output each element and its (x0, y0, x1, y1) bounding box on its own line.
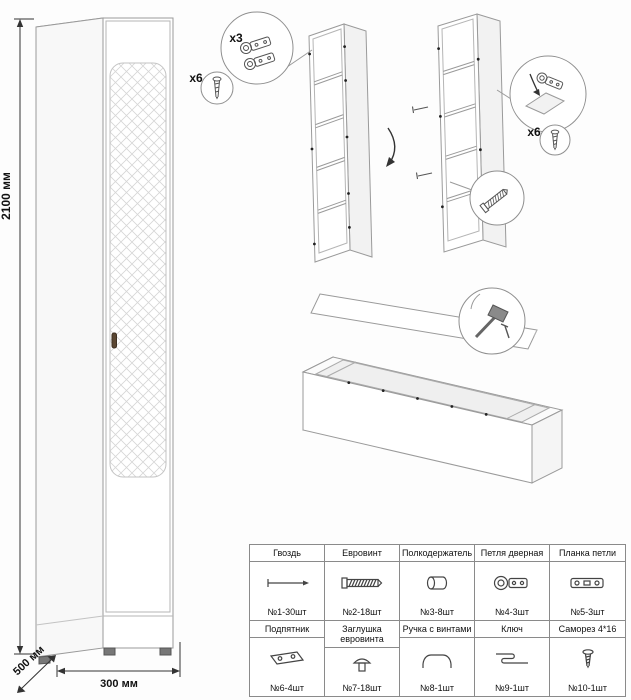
part-name: Подпятник (250, 621, 324, 638)
box-rim-screw-holes (347, 381, 488, 416)
part-count: №5-3шт (570, 606, 605, 617)
dimension-height: 2100 мм (0, 18, 34, 655)
part-count: №2-18шт (342, 606, 382, 617)
callout-hinges: x3 (220, 11, 313, 85)
part-count: №1-30шт (267, 606, 307, 617)
hinge-icon (244, 52, 276, 70)
part-name: Саморез 4*16 (550, 621, 625, 638)
screw-icon (212, 76, 222, 100)
part-count: №6-4шт (269, 683, 304, 693)
hinge-qty-label: x3 (229, 31, 243, 45)
hammer-icon (470, 293, 510, 339)
screw-icon (550, 129, 560, 151)
callout-hinge-mounting (496, 55, 587, 133)
panel-edge (524, 92, 566, 115)
hinge-plate-icon (550, 562, 625, 604)
part-cell-screw: Саморез 4*16 №10-1шт (550, 620, 625, 696)
screw-icon (550, 638, 625, 681)
nail-icon (250, 562, 324, 604)
part-name: Планка петли (550, 545, 625, 563)
wardrobe-side-face (35, 17, 104, 658)
assembly-step-backpanel (301, 287, 564, 484)
eurovint-icon (325, 562, 399, 604)
foot-front-left (103, 647, 116, 656)
part-cell-eurovint: Евровинт №2-18шт (325, 545, 400, 621)
wardrobe-illustration (35, 17, 174, 665)
loose-eurovint-screws (411, 106, 433, 180)
hex-key-icon (475, 638, 549, 681)
part-name: Гвоздь (250, 545, 324, 563)
part-count: №8-1шт (419, 683, 454, 693)
shelf-pin-icon (400, 562, 474, 604)
callout-eurovint (449, 170, 525, 226)
base-line-side (35, 615, 104, 626)
frame-left-screw-holes (308, 45, 351, 246)
part-cell-shelf-pin: Полкодержатель №3-8шт (400, 545, 475, 621)
hinge-icon (240, 36, 272, 54)
door-handle (111, 332, 117, 349)
box-opening (314, 359, 551, 423)
part-cell-nail: Гвоздь №1-30шт (250, 545, 325, 621)
door-hinge-icon (475, 562, 549, 604)
foot-front-right (159, 647, 172, 656)
eurovint-icon (479, 188, 508, 214)
screw-qty-right-label: x6 (527, 125, 541, 139)
part-count: №9-1шт (494, 683, 529, 693)
assembly-step-frames: x3 x6 (189, 11, 587, 263)
parts-table: Гвоздь №1-30шт Евровинт №2-18шт Полкодер… (249, 544, 626, 697)
foot-back-left (38, 655, 51, 665)
screw-cap-icon (325, 648, 399, 681)
part-cell-screw-cap: Заглушка евровинта №7-18шт (325, 620, 400, 696)
part-cell-door-hinge: Петля дверная №4-3шт (475, 545, 550, 621)
carcass-box (301, 356, 564, 484)
part-name: Ключ (475, 621, 549, 638)
part-cell-hex-key: Ключ №9-1шт (475, 620, 550, 696)
handle-icon (400, 638, 474, 681)
door-quilt-panel (109, 62, 167, 478)
press-arrow (529, 73, 540, 96)
box-right-end (531, 409, 563, 484)
frame-unit-left (308, 23, 373, 263)
frame-right-screw-holes (437, 47, 484, 219)
callout-hammer (458, 287, 526, 355)
part-name: Заглушка евровинта (325, 621, 399, 649)
callout-screws-right: x6 (527, 124, 571, 156)
screw-qty-left-label: x6 (189, 71, 203, 85)
part-count: №7-18шт (342, 683, 382, 693)
part-cell-handle: Ручка с винтами №8-1шт (400, 620, 475, 696)
width-dimension-label: 300 мм (100, 678, 138, 690)
dimension-width: 300 мм (56, 642, 181, 690)
part-cell-foot-glide: Подпятник №6-4шт (250, 620, 325, 696)
part-name: Ручка с винтами (400, 621, 474, 638)
height-dimension-label: 2100 мм (0, 172, 13, 220)
part-name: Полкодержатель (400, 545, 474, 563)
part-count: №3-8шт (419, 606, 454, 617)
part-name: Евровинт (325, 545, 399, 563)
join-arrow (386, 127, 396, 167)
hinge-icon (536, 72, 564, 90)
callout-screws-left: x6 (189, 71, 234, 105)
part-count: №4-3шт (494, 606, 529, 617)
part-cell-hinge-plate: Планка петли №5-3шт (550, 545, 625, 621)
part-name: Петля дверная (475, 545, 549, 563)
part-count: №10-1шт (567, 683, 607, 693)
foot-glide-icon (250, 638, 324, 681)
